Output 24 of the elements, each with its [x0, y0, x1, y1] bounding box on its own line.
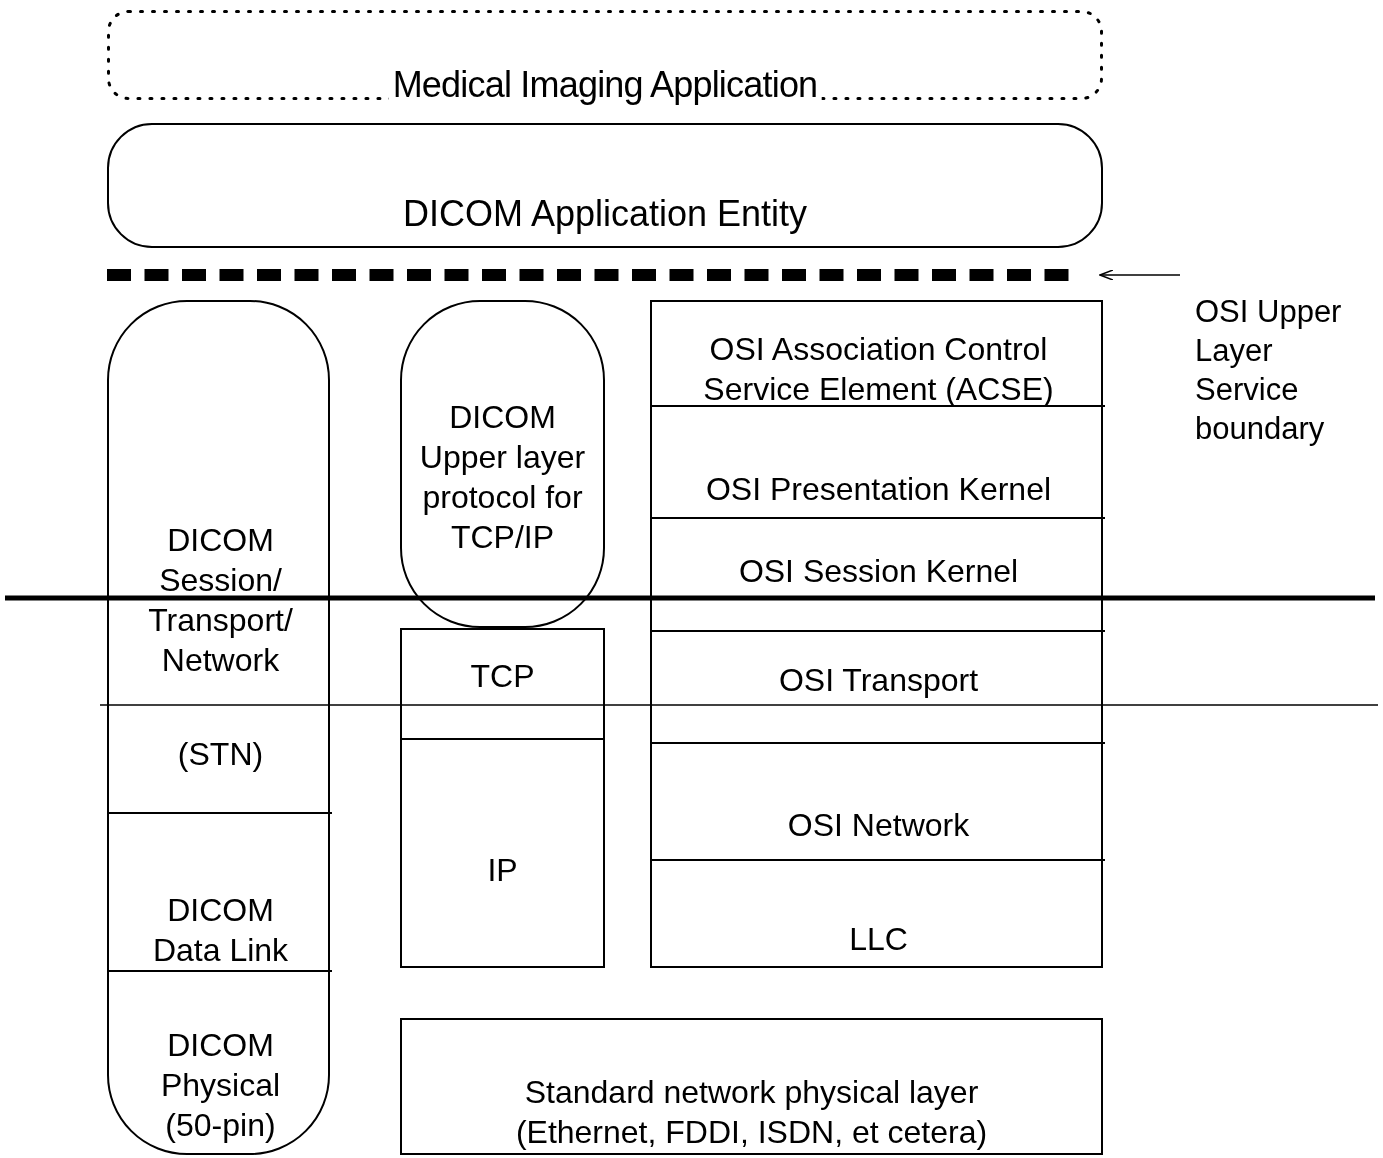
- layer-box: [400, 738, 605, 968]
- layer-box: [400, 628, 605, 740]
- layer-label: DICOM Data Link: [151, 891, 290, 970]
- layer-label: DICOM Session/ Transport/ Network: [147, 521, 294, 680]
- layer-label: LLC: [848, 920, 909, 959]
- leader-arrow: [1099, 269, 1181, 281]
- rounded-box: [107, 123, 1103, 248]
- rounded-pill-box: [400, 300, 605, 628]
- layer-label: DICOM Physical (50-pin): [159, 1026, 282, 1145]
- layer-label: DICOM Upper layer protocol for TCP/IP: [418, 398, 587, 557]
- layer-box: [400, 1018, 1103, 1155]
- layer-label: (STN): [176, 735, 265, 774]
- layer-label: OSI Presentation Kernel: [704, 470, 1053, 509]
- layer-label: OSI Network: [786, 806, 971, 845]
- layer-label: OSI Transport: [777, 661, 980, 700]
- layer-box: [650, 300, 1103, 968]
- rounded-pill-box: [107, 300, 330, 1155]
- boundary-label: OSI Upper Layer Service boundary: [1195, 293, 1343, 448]
- layer-label: DICOM Application Entity: [401, 192, 809, 236]
- layer-label: TCP: [469, 657, 536, 696]
- layer-label: Standard network physical layer (Ethernet, FDDI, ISDN, et cetera): [514, 1073, 989, 1152]
- layer-label: OSI Association Control Service Element (ACSE): [702, 330, 1055, 409]
- layer-label: IP: [486, 851, 519, 890]
- layer-label: OSI Session Kernel: [737, 552, 1020, 591]
